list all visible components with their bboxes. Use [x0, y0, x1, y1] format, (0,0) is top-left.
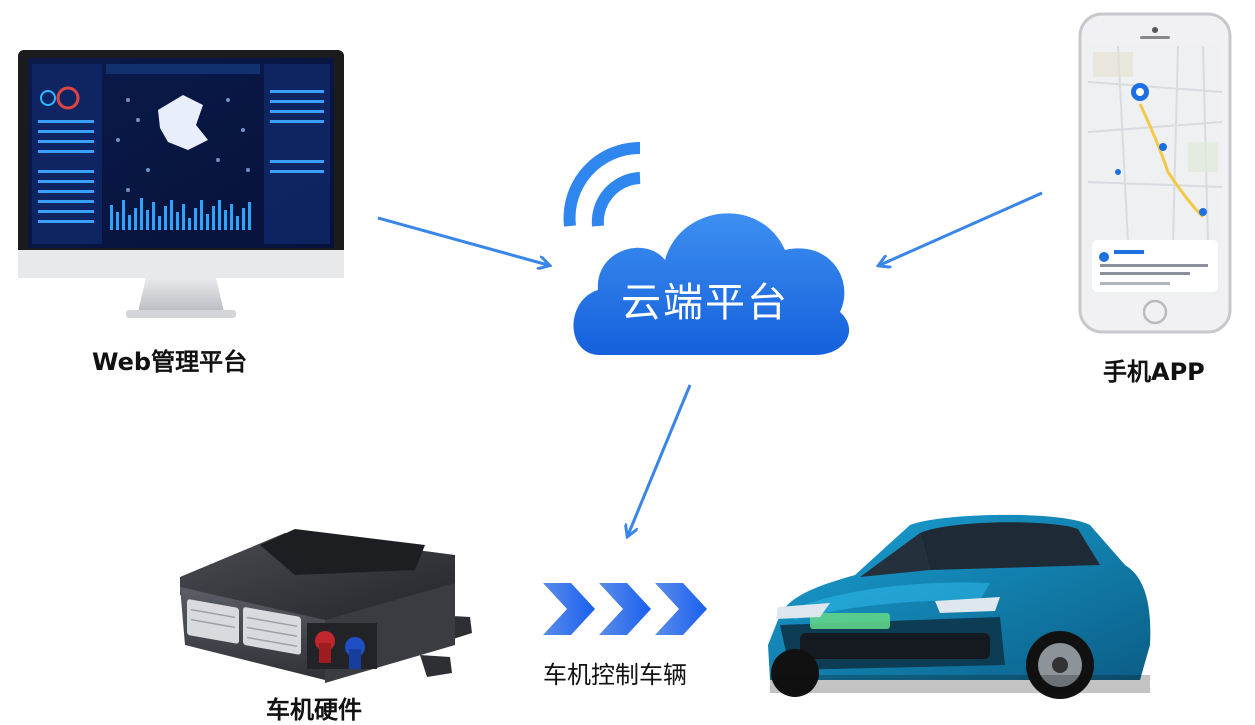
car-icon	[768, 514, 1151, 699]
chevrons-icon	[543, 583, 707, 635]
hardware-label: 车机硬件	[266, 696, 362, 724]
control-caption: 车机控制车辆	[543, 661, 687, 689]
web-platform-label: Web管理平台	[92, 348, 248, 376]
cloud-platform-label: 云端平台	[621, 280, 789, 326]
cloud-icon	[573, 213, 850, 355]
device-icon	[180, 529, 472, 683]
phone-icon	[1078, 12, 1232, 334]
arrow-app-to-cloud	[880, 191, 1043, 265]
monitor-icon	[18, 50, 344, 318]
arrow-web-to-cloud	[377, 216, 548, 265]
arrow-cloud-to-car	[628, 384, 692, 535]
mobile-app-label: 手机APP	[1103, 358, 1205, 386]
signal-icon	[563, 141, 641, 227]
